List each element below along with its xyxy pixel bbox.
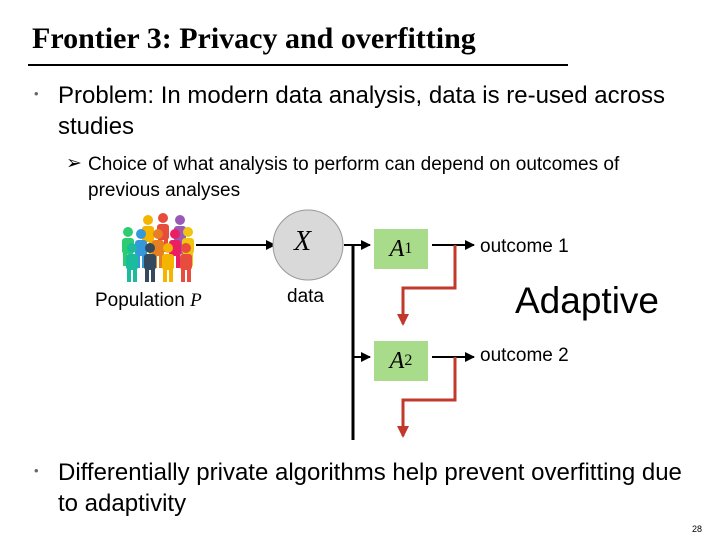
person-icon <box>144 243 156 282</box>
adaptive-label: Adaptive <box>515 280 659 321</box>
bullet-marker-2: • <box>34 463 39 478</box>
person-icon <box>162 243 174 282</box>
person-icon <box>126 243 138 282</box>
subbullet-arrow-icon: ➢ <box>66 153 82 174</box>
slide-title: Frontier 3: Privacy and overfitting <box>32 22 476 55</box>
dataset-symbol: X <box>294 226 312 257</box>
feedback-arrow-2 <box>397 357 457 438</box>
person-icon <box>180 243 192 282</box>
population-label: Population P <box>95 290 202 311</box>
subbullet-1: Choice of what analysis to perform can d… <box>88 154 620 201</box>
dataset-circle <box>272 209 344 281</box>
outcome-2-label: outcome 2 <box>480 345 569 366</box>
title-underline <box>28 64 568 66</box>
feedback-arrow-1 <box>397 245 457 326</box>
people-group-icon <box>122 213 194 282</box>
bullet-2: Differentially private algorithms help p… <box>58 459 682 517</box>
bullet-1: Problem: In modern data analysis, data i… <box>58 82 665 140</box>
data-label: data <box>287 286 324 307</box>
outcome-1-label: outcome 1 <box>480 236 569 257</box>
page-number: 28 <box>692 524 703 534</box>
bullet-marker-1: • <box>34 86 39 101</box>
